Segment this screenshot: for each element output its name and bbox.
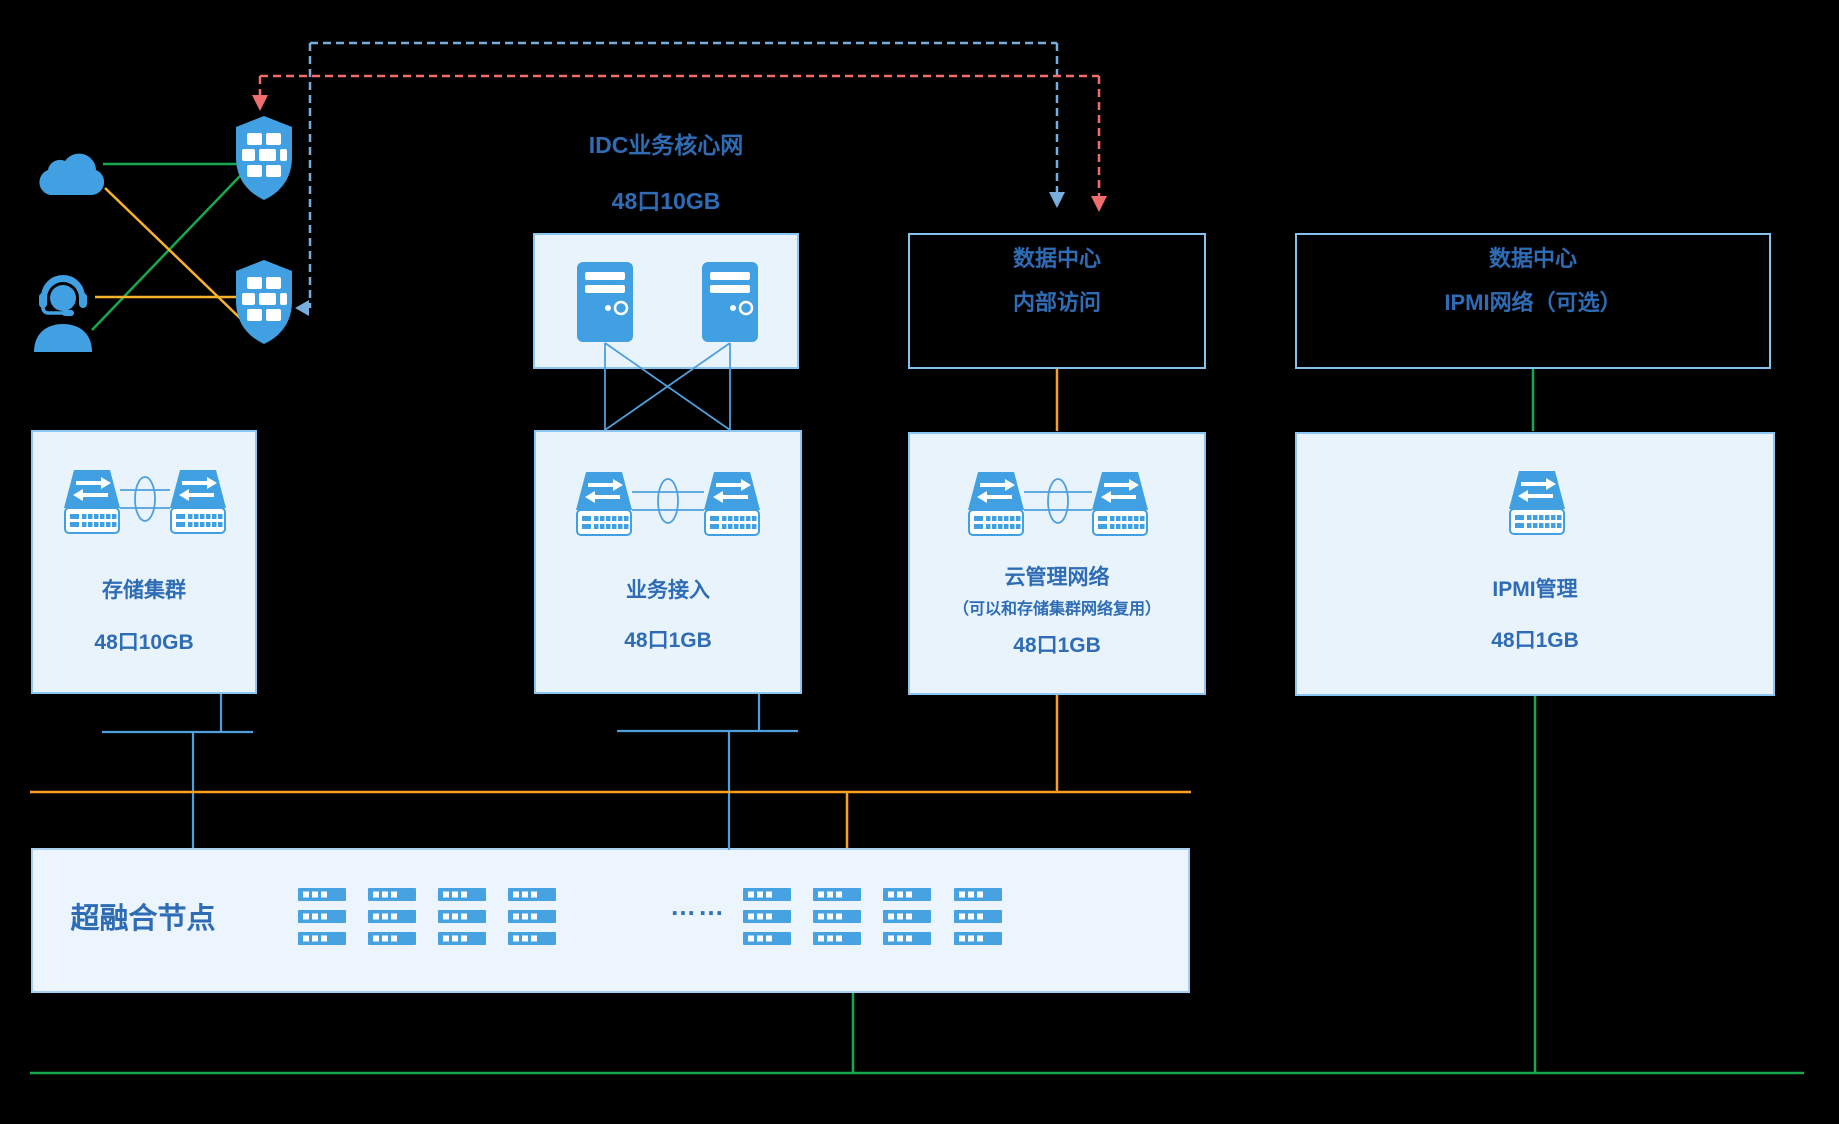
idc-core-title: IDC业务核心网 bbox=[588, 132, 744, 158]
idc-core-subtitle: 48口10GB bbox=[611, 188, 721, 214]
business-access-spec: 48口1GB bbox=[624, 629, 712, 652]
data-center-access-line2: 内部访问 bbox=[1012, 290, 1102, 315]
red-arrowhead-down-box bbox=[1091, 196, 1107, 212]
idc-core-box bbox=[533, 233, 799, 369]
data-center-access-line1: 数据中心 bbox=[1012, 246, 1102, 271]
business-access-box bbox=[534, 430, 802, 694]
external-links bbox=[91, 162, 243, 331]
hyperconverged-nodes-label: 超融合节点 bbox=[70, 903, 216, 935]
firewall-shield-icon bbox=[236, 116, 292, 200]
blue-arrowhead-left bbox=[295, 300, 309, 316]
cloud-mgmt-spec: 48口1GB bbox=[1013, 634, 1101, 657]
data-center-ipmi-box bbox=[1295, 233, 1771, 369]
support-operator-icon bbox=[32, 273, 94, 352]
cloud-mgmt-note: （可以和存储集群网络复用） bbox=[952, 601, 1162, 618]
business-downlink bbox=[617, 694, 798, 850]
storage-downlink bbox=[102, 694, 253, 848]
blue-arrowhead-down bbox=[1049, 192, 1065, 208]
nodes-ellipsis: …… bbox=[670, 891, 726, 921]
ipmi-mgmt-label: IPMI管理 bbox=[1492, 578, 1578, 601]
red-arrowhead-down-firewall bbox=[252, 95, 268, 111]
data-center-ipmi-line1: 数据中心 bbox=[1488, 246, 1578, 271]
ipmi-mgmt-spec: 48口1GB bbox=[1491, 629, 1579, 652]
cloud-mgmt-label: 云管理网络 bbox=[1004, 566, 1110, 589]
business-access-label: 业务接入 bbox=[626, 579, 710, 602]
cloud-icon bbox=[39, 153, 105, 195]
ipmi-mgmt-box bbox=[1295, 432, 1775, 696]
storage-cluster-spec: 48口10GB bbox=[94, 631, 194, 654]
data-center-access-box bbox=[908, 233, 1206, 369]
data-center-ipmi-line2: IPMI网络（可选） bbox=[1444, 290, 1622, 315]
storage-cluster-label: 存储集群 bbox=[102, 579, 186, 602]
firewall-shield-icon bbox=[236, 260, 292, 344]
cloud-mgmt-box bbox=[908, 432, 1206, 695]
